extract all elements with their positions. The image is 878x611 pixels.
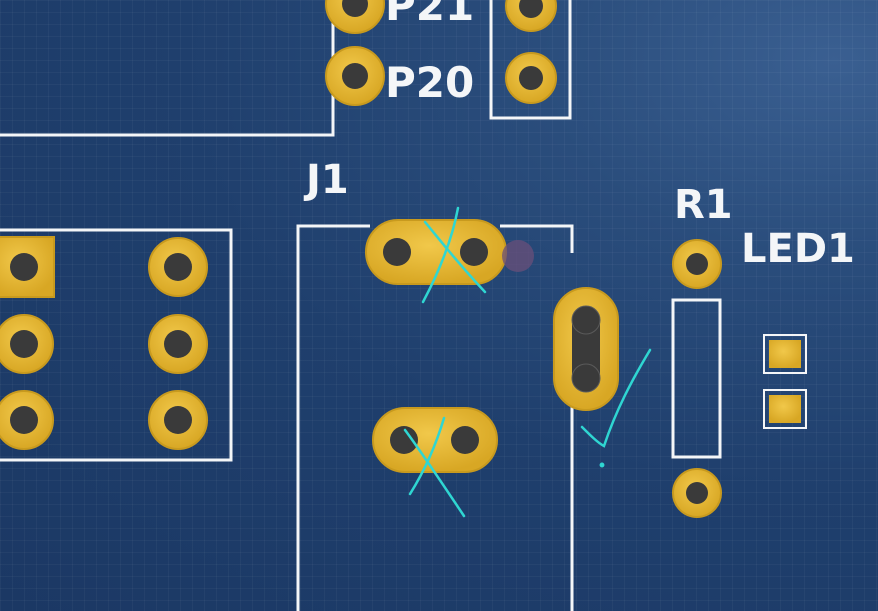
drill-hole xyxy=(390,426,418,454)
slot-hole xyxy=(572,306,600,392)
drill-hole xyxy=(164,253,192,281)
label-r1: R1 xyxy=(674,182,733,228)
drill-hole xyxy=(686,253,708,275)
drill-hole xyxy=(164,330,192,358)
silk-outline-left-header xyxy=(0,228,233,462)
silk-led1-outline-a xyxy=(763,334,807,374)
silk-outline-j1-top-right xyxy=(500,224,574,253)
drill-hole xyxy=(342,0,368,17)
drill-hole xyxy=(342,63,368,89)
pad-led1-b[interactable] xyxy=(769,395,801,423)
drill-hole xyxy=(686,482,708,504)
check-mark-icon xyxy=(580,348,652,468)
drill-hole xyxy=(164,406,192,434)
silk-outline-top-header xyxy=(489,0,572,120)
cross-mark-icon xyxy=(403,416,466,518)
slot-hole-end xyxy=(571,363,601,393)
silk-outline-top-left xyxy=(0,0,335,137)
drill-hole xyxy=(383,238,411,266)
annotations xyxy=(403,206,652,518)
slot-hole-end xyxy=(571,305,601,335)
drill-hole xyxy=(519,66,543,90)
drill-hole xyxy=(10,253,38,281)
drill-hole xyxy=(519,0,543,18)
label-p21: P21 xyxy=(385,0,474,30)
pad-led1-a[interactable] xyxy=(769,340,801,368)
drill-hole xyxy=(10,406,38,434)
drill-hole xyxy=(451,426,479,454)
drill-hole xyxy=(10,330,38,358)
cross-mark-icon xyxy=(421,206,487,304)
label-led1: LED1 xyxy=(741,226,855,272)
drill-hole xyxy=(460,238,488,266)
silk-r1-body xyxy=(671,298,722,459)
label-j1: J1 xyxy=(303,157,349,203)
label-p20: P20 xyxy=(385,58,474,107)
via-marker[interactable] xyxy=(502,240,534,272)
silkscreen-outlines xyxy=(0,0,807,611)
silk-led1-outline-b xyxy=(763,389,807,429)
silk-outline-j1-left xyxy=(296,224,370,611)
silkscreen-labels: P21 P20 J1 R1 LED1 xyxy=(303,0,855,272)
